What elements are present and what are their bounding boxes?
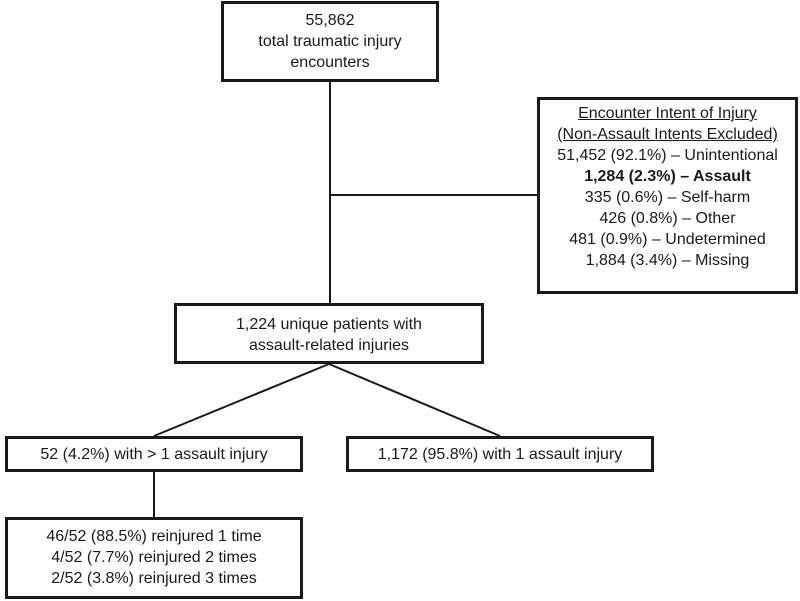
unique-patients-box: 1,224 unique patients with assault-relat… [174,303,484,364]
unique-patients-line2: assault-related injuries [248,337,410,354]
single-assault-box: 1,172 (95.8%) with 1 assault injury [346,436,654,472]
intent-heading: Encounter Intent of Injury [578,105,757,122]
intent-row-other: 426 (0.8%) – Other [599,210,736,227]
intent-row-assault: 1,284 (2.3%) – Assault [584,168,751,185]
connector-unique-to-single [328,363,501,437]
intent-row-undetermined: 481 (0.9%) – Undetermined [569,231,766,248]
single-assault-text: 1,172 (95.8%) with 1 assault injury [377,446,623,463]
multiple-assault-text: 52 (4.2%) with > 1 assault injury [40,446,268,463]
intent-row-missing: 1,884 (3.4%) – Missing [585,252,750,269]
reinjured-row-3: 2/52 (3.8%) reinjured 3 times [51,570,257,587]
unique-patients-line1: 1,224 unique patients with [236,316,422,333]
total-encounters-box: 55,862 total traumatic injury encounters [221,1,439,82]
reinjured-row-1: 46/52 (88.5%) reinjured 1 time [46,528,262,545]
total-encounters-label-line2: encounters [290,54,370,71]
multiple-assault-box: 52 (4.2%) with > 1 assault injury [5,436,303,472]
reinjured-row-2: 4/52 (7.7%) reinjured 2 times [51,549,257,566]
intent-of-injury-box: Encounter Intent of Injury (Non-Assault … [537,97,798,294]
connector-unique-to-multi [153,363,330,437]
intent-row-self-harm: 335 (0.6%) – Self-harm [584,189,751,206]
intent-row-unintentional: 51,452 (92.1%) – Unintentional [557,147,778,164]
intent-subheading: (Non-Assault Intents Excluded) [557,126,778,143]
reinjured-box: 46/52 (88.5%) reinjured 1 time 4/52 (7.7… [5,517,303,599]
total-encounters-label-line1: total traumatic injury [258,33,402,50]
total-encounters-count: 55,862 [305,12,355,29]
